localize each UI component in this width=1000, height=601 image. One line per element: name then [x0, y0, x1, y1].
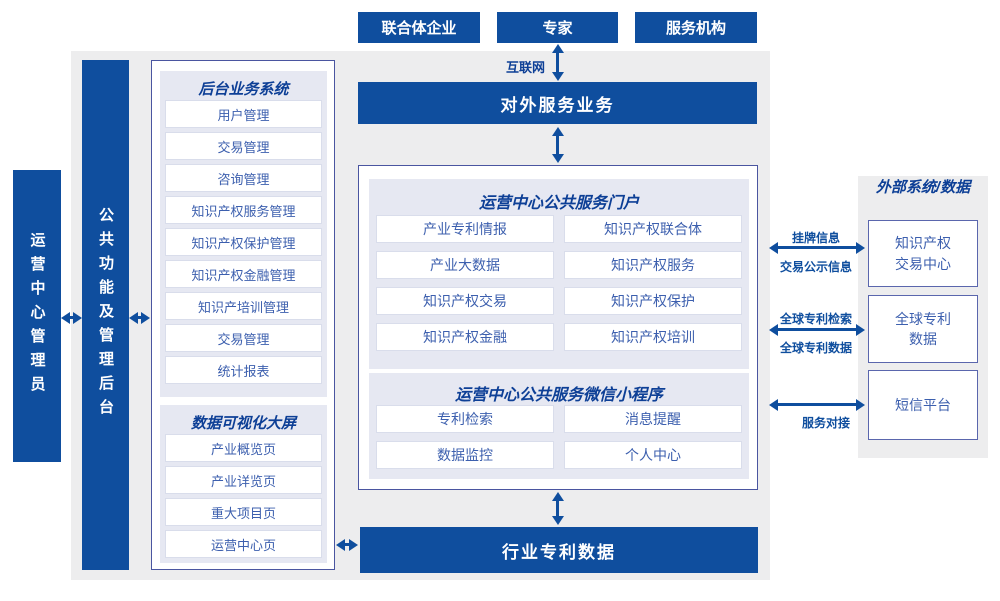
- arrow-global-patent-icon: [778, 328, 856, 331]
- internet-label: 互联网: [505, 60, 545, 75]
- list-item: 专利检索: [376, 405, 554, 433]
- list-item: 知识产权交易: [376, 287, 554, 315]
- external-systems-title: 外部系统/数据: [875, 179, 971, 196]
- list-item: 交易管理: [165, 132, 322, 160]
- industry-data-bar: 行业专利数据: [360, 527, 758, 573]
- backend-system-title: 后台业务系统: [198, 81, 289, 98]
- external-box-line: 数据: [909, 331, 937, 347]
- external-box-line: 全球专利: [895, 310, 951, 327]
- link-label-global-data: 全球专利数据: [779, 341, 852, 355]
- left-container: 后台业务系统 用户管理 交易管理 咨询管理 知识产权服务管理 知识产权保护管理 …: [151, 60, 335, 570]
- backend-system-list: 用户管理 交易管理 咨询管理 知识产权服务管理 知识产权保护管理 知识产权金融管…: [160, 100, 327, 384]
- portal-grid: 产业专利情报 知识产权联合体 产业大数据 知识产权服务 知识产权交易 知识产权保…: [369, 215, 749, 351]
- external-box-line: 知识产权: [895, 235, 951, 252]
- external-box-ip-trading-center: 知识产权 交易中心: [868, 220, 978, 287]
- top-entity-expert: 专家: [497, 12, 618, 43]
- data-screen-list: 产业概览页 产业详览页 重大项目页 运营中心页: [160, 434, 327, 558]
- external-service-bar: 对外服务业务: [358, 82, 757, 124]
- list-item: 知识产权金融管理: [165, 260, 322, 288]
- portal-panel: 运营中心公共服务门户 产业专利情报 知识产权联合体 产业大数据 知识产权服务 知…: [369, 179, 749, 369]
- backend-sidebar: 公共功能及管理后台: [82, 60, 129, 570]
- list-item: 产业详览页: [165, 466, 322, 494]
- list-item: 产业概览页: [165, 434, 322, 462]
- external-box-sms-platform: 短信平台: [868, 370, 978, 440]
- list-item: 产业大数据: [376, 251, 554, 279]
- miniprogram-grid: 专利检索 消息提醒 数据监控 个人中心: [369, 405, 749, 469]
- top-entity-service-agency: 服务机构: [635, 12, 757, 43]
- list-item: 交易管理: [165, 324, 322, 352]
- list-item: 知识产权联合体: [564, 215, 742, 243]
- external-box-line: 短信平台: [895, 396, 951, 413]
- list-item: 知识产权服务管理: [165, 196, 322, 224]
- list-item: 运营中心页: [165, 530, 322, 558]
- link-label-listing-info: 挂牌信息: [791, 231, 840, 245]
- list-item: 咨询管理: [165, 164, 322, 192]
- link-label-global-search: 全球专利检索: [779, 312, 852, 326]
- top-entity-consortium: 联合体企业: [358, 12, 480, 43]
- arrow-admin-backend-icon: [70, 316, 73, 319]
- arrow-backend-system-icon: [138, 316, 141, 319]
- admin-sidebar: 运营中心管理员: [13, 170, 61, 462]
- backend-system-panel: 后台业务系统 用户管理 交易管理 咨询管理 知识产权服务管理 知识产权保护管理 …: [160, 71, 327, 397]
- list-item: 重大项目页: [165, 498, 322, 526]
- list-item: 统计报表: [165, 356, 322, 384]
- list-item: 用户管理: [165, 100, 322, 128]
- list-item: 知识产权金融: [376, 323, 554, 351]
- arrow-ip-trading-icon: [778, 246, 856, 249]
- data-screen-title: 数据可视化大屏: [190, 415, 296, 432]
- link-label-service-link: 服务对接: [801, 416, 850, 430]
- list-item: 数据监控: [376, 441, 554, 469]
- list-item: 知识产培训管理: [165, 292, 322, 320]
- list-item: 知识产权服务: [564, 251, 742, 279]
- arrow-portal-to-industry-icon: [556, 501, 559, 516]
- list-item: 知识产权保护管理: [165, 228, 322, 256]
- arrow-screen-to-industry-icon: [345, 543, 349, 546]
- list-item: 知识产权培训: [564, 323, 742, 351]
- miniprogram-title: 运营中心公共服务微信小程序: [454, 387, 663, 404]
- list-item: 产业专利情报: [376, 215, 554, 243]
- portal-title: 运营中心公共服务门户: [478, 195, 639, 212]
- arrow-internet-icon: [556, 53, 559, 72]
- external-box-line: 交易中心: [895, 255, 951, 272]
- list-item: 知识产权保护: [564, 287, 742, 315]
- center-container: 运营中心公共服务门户 产业专利情报 知识产权联合体 产业大数据 知识产权服务 知…: [358, 165, 758, 490]
- list-item: 消息提醒: [564, 405, 742, 433]
- arrow-bar-to-portal-icon: [556, 136, 559, 154]
- miniprogram-panel: 运营中心公共服务微信小程序 专利检索 消息提醒 数据监控 个人中心: [369, 373, 749, 479]
- link-label-transaction-info: 交易公示信息: [779, 260, 852, 274]
- list-item: 个人中心: [564, 441, 742, 469]
- external-box-global-patent-data: 全球专利 数据: [868, 295, 978, 363]
- arrow-sms-service-icon: [778, 403, 856, 406]
- data-screen-panel: 数据可视化大屏 产业概览页 产业详览页 重大项目页 运营中心页: [160, 405, 327, 563]
